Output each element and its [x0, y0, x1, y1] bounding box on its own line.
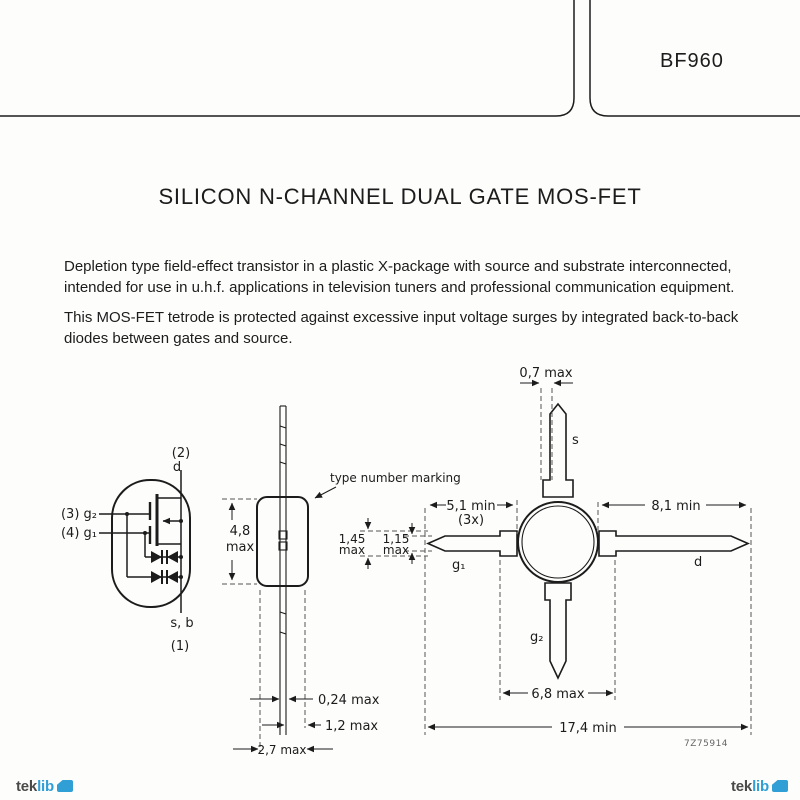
dim-body-width: 2,7 max — [257, 743, 306, 757]
dim-short-lead-length: 5,1 min — [446, 499, 495, 514]
dim-total-span: 17,4 min — [559, 721, 617, 736]
dim-short-lead-note: (3x) — [458, 513, 484, 528]
header-frame-rules — [0, 0, 800, 117]
dim-gate-span: 6,8 max — [531, 687, 584, 702]
teklib-logo-right: teklib — [731, 777, 788, 795]
description-paragraph-1: Depletion type field-effect transistor i… — [64, 258, 735, 296]
circuit-symbol: (2) d (3) g₂ (4) g₁ — [61, 446, 194, 654]
symbol-pin2-number: (2) — [172, 446, 190, 461]
teklib-logo-left: teklib — [16, 777, 73, 795]
lead-g2 — [544, 582, 572, 680]
package-body-top — [517, 501, 599, 583]
dim-lead-width-min-value: 1,15 — [383, 532, 410, 546]
lead-g2-label: g₂ — [530, 630, 543, 645]
teklib-book-icon — [772, 780, 788, 792]
logo-text-suffix: lib — [37, 777, 54, 795]
protection-diodes — [127, 550, 181, 584]
lead-d-label: d — [694, 555, 702, 570]
lead-s — [542, 402, 574, 498]
dim-lead-width-max-suffix: max — [339, 543, 365, 557]
lead-g1 — [426, 530, 518, 557]
symbol-pin3-label: (3) g₂ — [61, 507, 97, 522]
logo-text-prefix: tek — [731, 777, 753, 795]
description-paragraph-2: This MOS-FET tetrode is protected agains… — [64, 309, 739, 347]
dim-body-height-suffix: max — [226, 540, 255, 555]
page-title: SILICON N-CHANNEL DUAL GATE MOS-FET — [158, 184, 642, 209]
part-number: BF960 — [660, 50, 724, 72]
dim-lead-offset: 1,2 max — [325, 719, 378, 734]
dim-tab-width: 0,7 max — [519, 366, 572, 381]
logo-text-prefix: tek — [16, 777, 38, 795]
symbol-envelope — [111, 479, 191, 608]
dim-drain-lead-length: 8,1 min — [651, 499, 700, 514]
lead-g1-label: g₁ — [452, 558, 465, 573]
symbol-pin1-name: s, b — [170, 616, 193, 631]
lead-s-label: s — [572, 433, 579, 448]
description-block: Depletion type field-effect transistor i… — [64, 256, 756, 358]
package-top-view: s g₁ d g₂ 0,7 max 5,1 min (3x) 8,1 min 1… — [339, 366, 752, 749]
symbol-pin4-label: (4) g₁ — [61, 526, 97, 541]
symbol-pin2-name: d — [173, 460, 181, 475]
symbol-pin1-number: (1) — [171, 639, 189, 654]
package-side-view: type number marking 4,8 max 0,24 max 1,2… — [222, 405, 461, 757]
dim-body-height-value: 4,8 — [230, 524, 251, 539]
marking-note: type number marking — [330, 471, 461, 485]
logo-text-suffix: lib — [752, 777, 769, 795]
package-body-side — [256, 496, 309, 587]
teklib-book-icon — [57, 780, 73, 792]
lead-d — [598, 530, 750, 557]
drawing-code: 7Z75914 — [684, 739, 728, 749]
dim-lead-thickness: 0,24 max — [318, 693, 380, 708]
dim-lead-width-min-suffix: max — [383, 543, 409, 557]
dim-lead-width-max-value: 1,45 — [339, 532, 366, 546]
